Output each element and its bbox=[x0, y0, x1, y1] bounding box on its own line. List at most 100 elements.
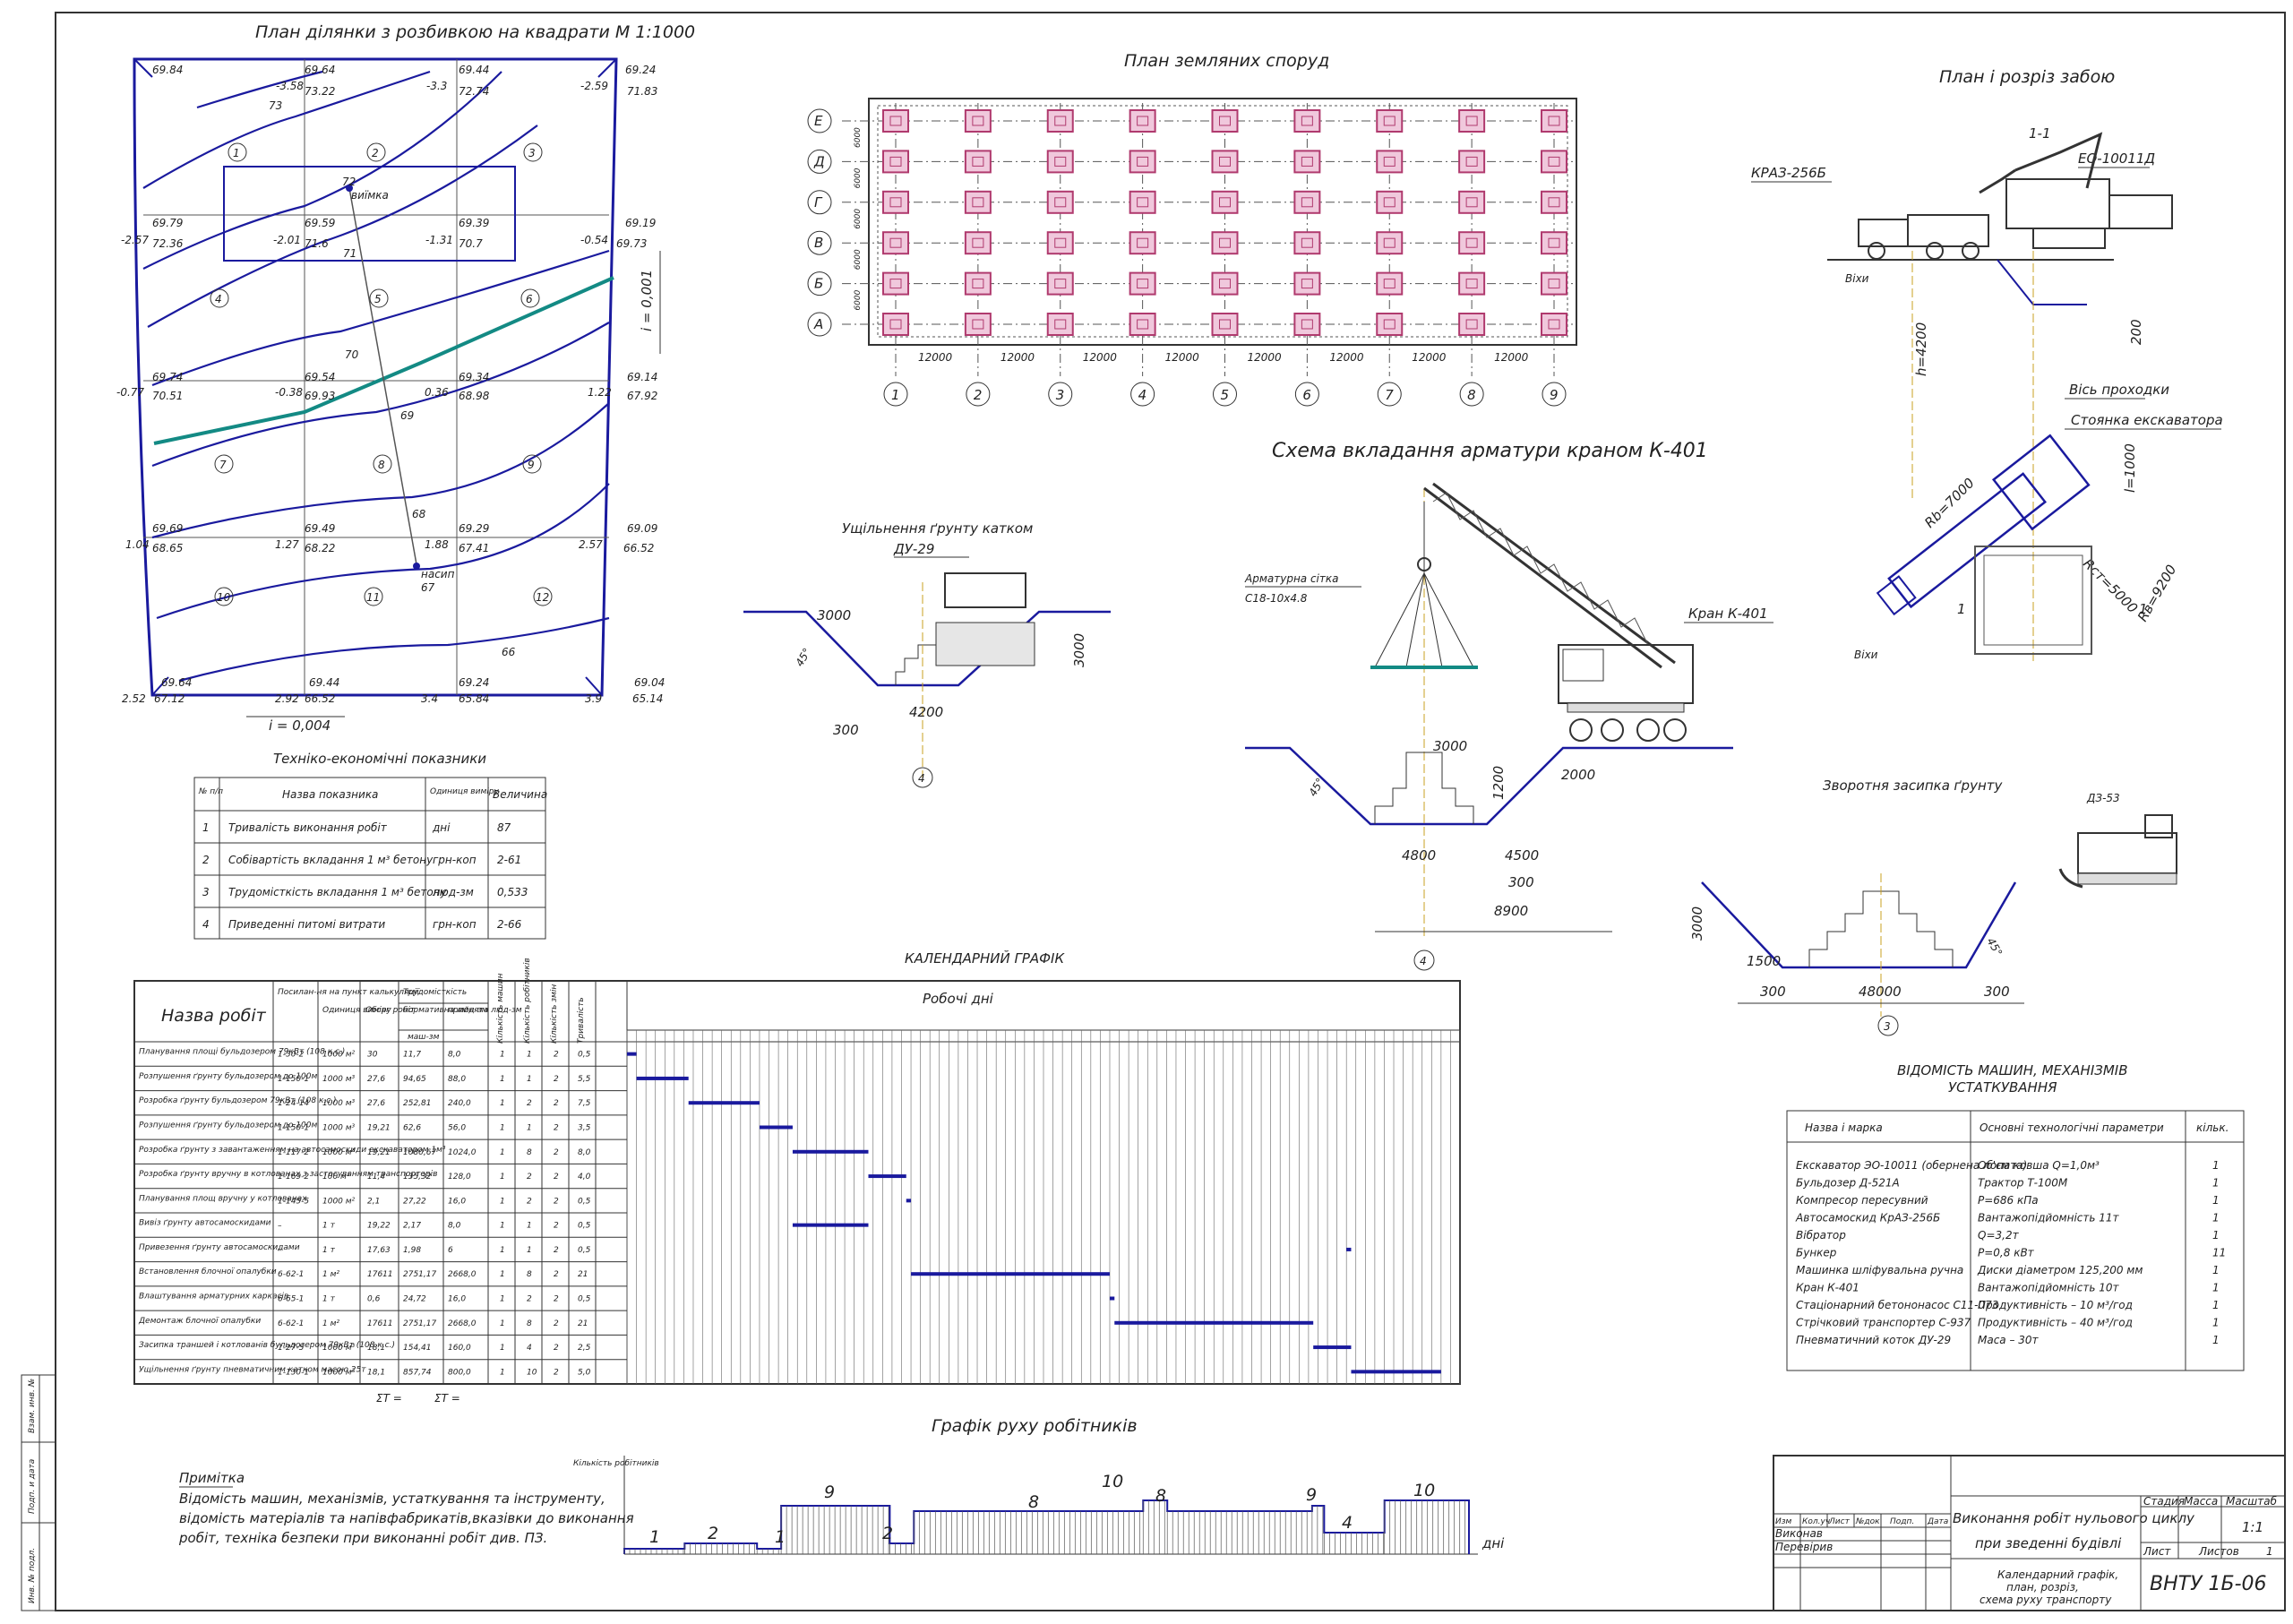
work-cell: 18,1 bbox=[367, 1368, 385, 1377]
svg-text:Масса: Масса bbox=[2184, 1495, 2218, 1508]
svg-text:1.27: 1.27 bbox=[275, 538, 299, 551]
work-cell: 8,0 bbox=[448, 1222, 461, 1231]
svg-text:№док: №док bbox=[1855, 1517, 1880, 1526]
svg-text:8: 8 bbox=[1028, 1492, 1039, 1512]
sheet-frame bbox=[55, 12, 2286, 1611]
svg-text:300: 300 bbox=[1984, 984, 2010, 1000]
svg-text:69.44: 69.44 bbox=[459, 64, 489, 76]
foundation-pit bbox=[1541, 109, 1567, 133]
axis-bubble bbox=[1294, 382, 1319, 407]
truck-label: КРАЗ-256Б bbox=[1751, 165, 1826, 181]
foundation-pit bbox=[1541, 190, 1567, 214]
svg-text:7: 7 bbox=[219, 459, 227, 471]
svg-text:3000: 3000 bbox=[817, 607, 851, 623]
svg-text:12: 12 bbox=[536, 591, 549, 604]
work-cell: 2 bbox=[527, 1173, 532, 1181]
svg-text:Кол.уч: Кол.уч bbox=[1802, 1517, 1830, 1526]
work-cell: 1 т bbox=[322, 1295, 336, 1304]
work-cell: 240,0 bbox=[448, 1099, 471, 1108]
work-cell: – bbox=[278, 1246, 282, 1255]
machine-name: Машинка шліфувальна ручна bbox=[1796, 1264, 1963, 1276]
work-name: Засипка траншей і котлованів бульдозером… bbox=[139, 1341, 395, 1350]
svg-text:4800: 4800 bbox=[1402, 847, 1436, 864]
svg-text:69.69: 69.69 bbox=[152, 522, 183, 535]
tep-cell: 3 bbox=[202, 886, 210, 898]
svg-text:4200: 4200 bbox=[909, 704, 943, 720]
work-cell: 1 bbox=[500, 1246, 505, 1255]
earth-works-plan: План земляних споруд 1120002120003120004… bbox=[807, 51, 1577, 407]
svg-text:Одиниця виміру: Одиниця виміру bbox=[322, 1006, 391, 1015]
svg-text:Кількість робітників: Кількість робітників bbox=[573, 1459, 659, 1468]
work-name: Розпушення ґрунту бульдозером до 100м bbox=[139, 1121, 317, 1130]
svg-text:-2.59: -2.59 bbox=[580, 80, 608, 92]
svg-text:ΣT =: ΣT = bbox=[376, 1392, 402, 1405]
work-cell: 1 т bbox=[322, 1246, 336, 1255]
svg-text:Кількість робітників: Кількість робітників bbox=[523, 958, 532, 1044]
svg-text:Обсяг робіт: Обсяг робіт bbox=[365, 1006, 416, 1015]
work-cell: 1-117-2 bbox=[278, 1148, 309, 1157]
svg-text:Кількість змін: Кількість змін bbox=[550, 984, 559, 1044]
tep-cell: 2-61 bbox=[497, 854, 521, 866]
note: Примітка Відомість машин, механізмів, ус… bbox=[178, 1470, 634, 1546]
work-cell: 2 bbox=[527, 1295, 532, 1304]
svg-text:Величина: Величина bbox=[493, 788, 547, 801]
tep-cell: Собівартість вкладання 1 м³ бетону bbox=[228, 854, 434, 866]
svg-text:-0.77: -0.77 bbox=[116, 386, 144, 399]
work-cell: 0,5 bbox=[578, 1295, 591, 1304]
tep-cell: Приведенні питомі витрати bbox=[228, 918, 385, 931]
work-cell: 1-150-1 bbox=[278, 1124, 309, 1133]
machine-name: Кран К-401 bbox=[1796, 1282, 1859, 1294]
workforce-title: Графік руху робітників bbox=[932, 1416, 1138, 1436]
machine-param: Об'єм ковша Q=1,0м³ bbox=[1978, 1159, 2100, 1172]
foundation-pit bbox=[1293, 231, 1321, 255]
svg-text:-0.38: -0.38 bbox=[275, 386, 303, 399]
work-cell: 2,17 bbox=[403, 1222, 421, 1231]
foundation-pit bbox=[1541, 271, 1567, 296]
foundation-pit bbox=[1376, 109, 1404, 133]
svg-text:4: 4 bbox=[1342, 1513, 1353, 1533]
work-cell: 2751,17 bbox=[403, 1319, 436, 1328]
schedule-bar bbox=[1109, 1296, 1115, 1301]
machine-qty: 1 bbox=[2212, 1194, 2220, 1207]
face-title: План і розріз забою bbox=[1939, 67, 2115, 87]
row-axis-label: Б bbox=[814, 276, 823, 292]
svg-text:відомість матеріалів та напівф: відомість матеріалів та напівфабрикатів,… bbox=[179, 1510, 634, 1526]
work-cell: 8 bbox=[527, 1319, 532, 1328]
excavator-label: ЕО-10011Д bbox=[2078, 150, 2155, 167]
svg-text:69.39: 69.39 bbox=[459, 217, 489, 229]
foundation-pit bbox=[1293, 109, 1321, 133]
svg-text:65.14: 65.14 bbox=[632, 692, 663, 705]
foundation-pit bbox=[1211, 109, 1239, 133]
col-axis-label: 9 bbox=[1550, 387, 1559, 403]
work-cell: 1 bbox=[500, 1197, 505, 1206]
machine-name: Вібратор bbox=[1796, 1229, 1846, 1242]
contour-lines bbox=[142, 70, 610, 683]
foundation-pit bbox=[882, 271, 909, 296]
work-cell: 1-30-2 bbox=[278, 1051, 305, 1060]
foundation-pit bbox=[964, 150, 992, 174]
schedule-bar bbox=[1114, 1320, 1314, 1325]
svg-text:69.44: 69.44 bbox=[309, 676, 339, 689]
svg-text:69.24: 69.24 bbox=[459, 676, 489, 689]
foundation-pit bbox=[964, 271, 992, 296]
row-axis-label: Е bbox=[814, 113, 823, 129]
spacing-y-label: 6000 bbox=[854, 209, 863, 229]
foundation-pit bbox=[1293, 313, 1321, 336]
svg-text:69.64: 69.64 bbox=[161, 676, 192, 689]
foundation-pit bbox=[964, 313, 992, 336]
spacing-label: 12000 bbox=[1494, 351, 1529, 364]
svg-text:1500: 1500 bbox=[1747, 953, 1781, 969]
work-cell: 1-150-1 bbox=[278, 1075, 309, 1084]
svg-text:-2.57: -2.57 bbox=[121, 234, 149, 246]
row-axis-label: В bbox=[814, 235, 823, 251]
svg-text:Листов: Листов bbox=[2198, 1545, 2239, 1558]
svg-text:Дата: Дата bbox=[1927, 1517, 1948, 1526]
work-cell: 2 bbox=[554, 1051, 559, 1060]
svg-text:73: 73 bbox=[269, 99, 282, 112]
work-cell: 1024,0 bbox=[448, 1148, 477, 1157]
work-cell: 1 bbox=[500, 1148, 505, 1157]
schedule-bar bbox=[868, 1174, 906, 1179]
svg-text:-0.54: -0.54 bbox=[580, 234, 608, 246]
tep-table: Техніко-економічні показники № п/п Назва… bbox=[193, 751, 547, 940]
